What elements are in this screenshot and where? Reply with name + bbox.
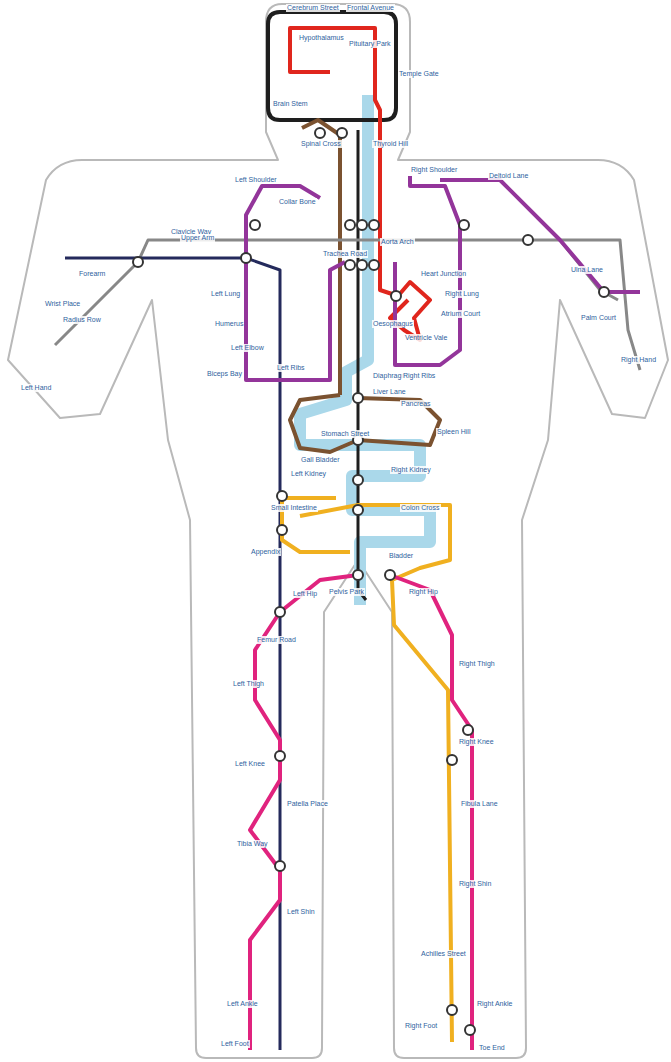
station-name: Left Lung (210, 290, 241, 298)
station-name: Deltoid Lane (488, 172, 529, 180)
station-name: Trachea Road (322, 250, 368, 258)
station-name: Right Shin (458, 880, 492, 888)
station-name: Fibula Lane (460, 800, 499, 808)
station-name: Achilles Street (420, 950, 467, 958)
station-name: Stomach Street (320, 430, 370, 438)
station-name: Right Foot (404, 1022, 438, 1030)
station-name: Pituitary Park (348, 40, 392, 48)
station-name: Right Thigh (458, 660, 496, 668)
station-name: Left Hip (292, 590, 318, 598)
station-name: Aorta Arch (380, 238, 415, 246)
station-name: Left Foot (220, 1040, 250, 1048)
station-name: Palm Court (580, 314, 617, 322)
station-name: Right Knee (458, 738, 495, 746)
station-name: Ventricle Vale (404, 334, 448, 342)
station-name: Left Thigh (232, 680, 265, 688)
interchange-circles (133, 128, 609, 1035)
station-name: Atrium Court (440, 310, 481, 318)
station-name: Pancreas (400, 400, 432, 408)
station-name: Temple Gate (398, 70, 440, 78)
station-name: Wrist Place (44, 300, 81, 308)
station-name: Spleen Hill (436, 428, 471, 436)
station-name: Upper Arm (180, 234, 215, 242)
station-name: Toe End (478, 1044, 506, 1052)
station-name: Right Hip (408, 588, 439, 596)
station-name: Gall Bladder (300, 456, 341, 464)
station-name: Left Elbow (230, 344, 265, 352)
body-outline (8, 4, 668, 1058)
station-name: Left Shoulder (234, 176, 278, 184)
station-name: Spinal Cross (300, 140, 342, 148)
nervous-line (358, 130, 366, 600)
circulatory-leg-line (250, 575, 472, 1050)
station-name: Small Intestine (270, 504, 318, 512)
station-name: Right Shoulder (410, 166, 458, 174)
station-name: Left Hand (20, 384, 52, 392)
station-name: Ulna Lane (570, 266, 604, 274)
station-name: Right Ribs (402, 372, 436, 380)
station-name: Thyroid Hill (372, 140, 409, 148)
station-name: Bladder (388, 552, 414, 560)
station-name: Tibia Way (236, 840, 269, 848)
station-name: Humerus (214, 320, 244, 328)
station-name: Liver Lane (372, 388, 407, 396)
station-name: Left Ribs (276, 364, 306, 372)
station-name: Cerebrum Street (286, 4, 340, 12)
station-name: Left Shin (286, 908, 316, 916)
station-name: Biceps Bay (206, 370, 243, 378)
lymph-line-purple (246, 176, 640, 380)
intestine-line-orange (280, 496, 452, 1042)
station-name: Oesophagus (372, 320, 414, 328)
station-name: Right Ankle (476, 1000, 513, 1008)
station-name: Forearm (78, 270, 106, 278)
station-name: Left Ankle (226, 1000, 259, 1008)
station-name: Right Hand (620, 356, 657, 364)
station-name: Pelvis Park (328, 588, 365, 596)
station-name: Heart Junction (420, 270, 467, 278)
station-name: Femur Road (256, 636, 297, 644)
station-name: Colon Cross (400, 504, 441, 512)
station-name: Brain Stem (272, 100, 309, 108)
station-name: Frontal Avenue (346, 4, 395, 12)
station-name: Right Lung (444, 290, 480, 298)
skeletal-line (55, 240, 640, 370)
station-name: Appendix (250, 548, 281, 556)
station-name: Right Kidney (390, 466, 432, 474)
station-name: Collar Bone (278, 198, 317, 206)
station-name: Left Kidney (290, 470, 327, 478)
station-name: Patella Place (286, 800, 329, 808)
station-name: Left Knee (234, 760, 266, 768)
station-name: Radius Row (62, 316, 102, 324)
station-name: Hypothalamus (298, 34, 345, 42)
